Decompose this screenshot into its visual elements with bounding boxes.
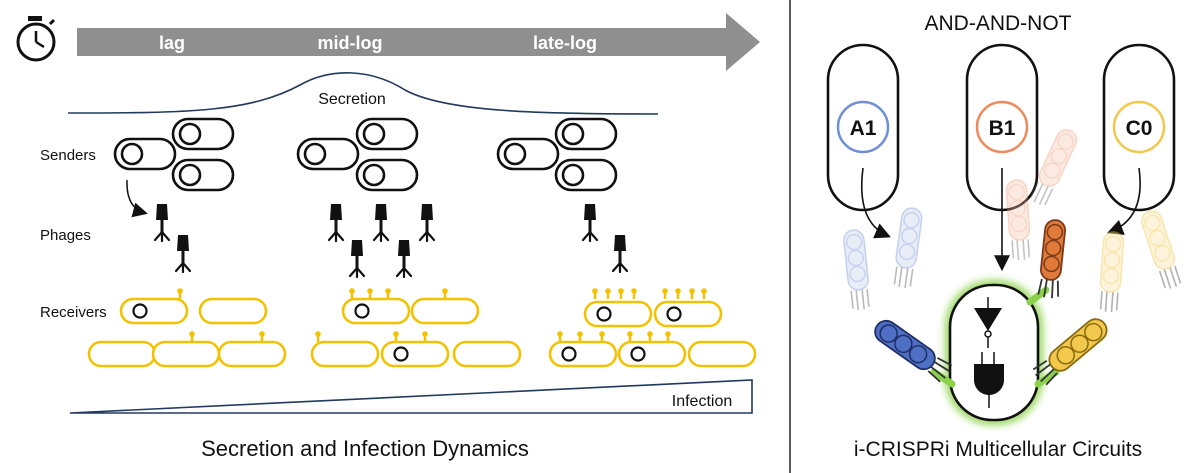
infection-wedge (69, 379, 753, 414)
arrow-c0 (1107, 167, 1141, 235)
phage-icon (1099, 231, 1125, 313)
phase-label-late-log: late-log (533, 33, 597, 53)
phase-label-mid-log: mid-log (318, 33, 383, 53)
right-panel-caption: i-CRISPRi Multicellular Circuits (854, 438, 1142, 461)
input-cell-c0: C0 (1102, 43, 1176, 212)
input-cell-b1: B1 (965, 43, 1039, 212)
sender-cell-group-mid-log (296, 117, 419, 192)
phage-icon (1037, 219, 1066, 299)
secretion-label: Secretion (318, 91, 386, 108)
phage-icon (1029, 129, 1078, 206)
sender-cell-group-late-log (496, 117, 618, 192)
stopwatch-icon (16, 16, 56, 62)
input-label-a1: A1 (850, 117, 877, 140)
phase-label-lag: lag (159, 33, 185, 53)
sender-cell-group-lag (113, 117, 235, 192)
input-cell-a1: A1 (826, 43, 900, 212)
phage-group-mid-log (327, 202, 436, 279)
phage-icon (874, 319, 953, 383)
phage-icon (1005, 179, 1031, 261)
input-label-b1: B1 (989, 117, 1016, 140)
secretion-curve (67, 72, 659, 115)
input-label-c0: C0 (1126, 117, 1153, 140)
phage-icon (843, 229, 870, 311)
not-gate-icon (974, 297, 1002, 348)
secretion-arrow (126, 179, 148, 218)
circuit-title: AND-AND-NOT (925, 12, 1072, 35)
phage-icon (1141, 210, 1182, 289)
receiver-cell-group-lag (87, 286, 287, 368)
phage-group-lag (153, 202, 192, 274)
left-panel-caption: Secretion and Infection Dynamics (201, 436, 529, 461)
phage-icon (893, 207, 923, 289)
phages-label: Phages (40, 227, 91, 244)
arrow-a1 (860, 167, 891, 239)
receiver-cell-group-mid-log (310, 286, 522, 368)
and-gate-icon (974, 352, 1004, 408)
senders-label: Senders (40, 147, 96, 164)
phage-icon (1032, 318, 1108, 386)
infection-label: Infection (672, 393, 732, 410)
growth-phase-arrow: lag mid-log late-log (77, 13, 760, 71)
phage-group-late-log (581, 202, 629, 274)
receiver-cell-group-late-log (548, 286, 757, 368)
receivers-label: Receivers (40, 304, 107, 321)
